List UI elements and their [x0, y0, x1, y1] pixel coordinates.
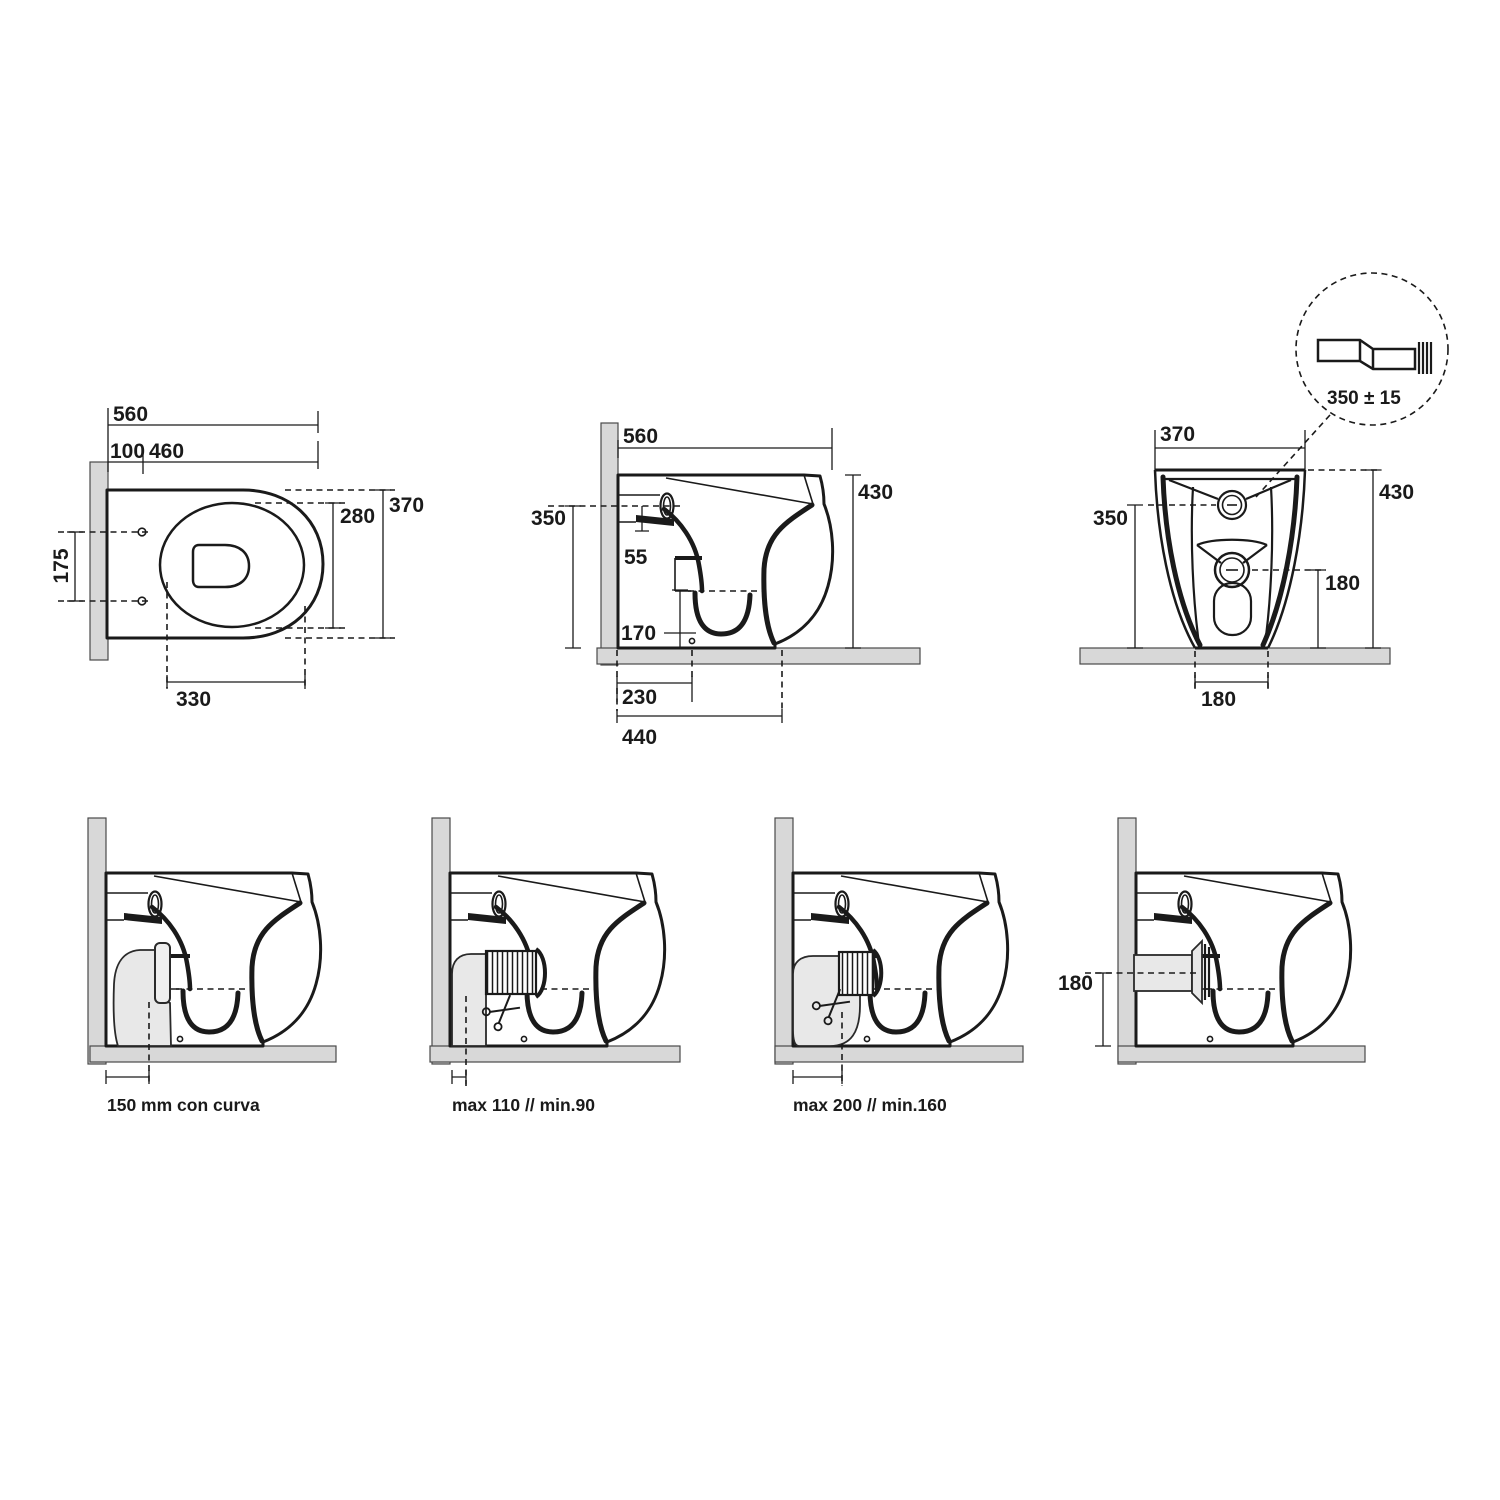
dim-top-370: 370: [285, 489, 424, 639]
wall-section: [87, 817, 107, 1065]
dim-front-430: 430: [1308, 469, 1414, 649]
dim-side-350: 350: [531, 505, 581, 649]
side-view: 560 430 350 55 170 230 440: [531, 422, 921, 749]
dim-label: 180: [1325, 572, 1360, 595]
dim-label: 180: [1058, 972, 1093, 995]
dim-top-560: 560: [107, 403, 319, 472]
install-flex-short-view: max 110 // min.90: [429, 817, 681, 1115]
floor-section: [89, 1045, 337, 1063]
corrugated-hose: [837, 950, 875, 997]
detail-circle: [1295, 272, 1449, 426]
dim-top-175: 175: [50, 531, 83, 602]
dim-label: 175: [50, 548, 73, 583]
dim-label: 560: [623, 425, 658, 448]
dim-front-370: 370: [1154, 423, 1306, 470]
elbow-pipe: [792, 955, 861, 1047]
dim-side-430: 430: [845, 474, 893, 649]
install-elbow-view: 150 mm con curva: [87, 817, 337, 1115]
flush-opening: [191, 543, 251, 589]
dim-side-170: 170: [621, 589, 696, 648]
dim-top-280: 280: [255, 502, 375, 629]
install-flex-long-view: max 200 // min.160: [774, 817, 1024, 1115]
dim-front-180-height: 180: [1252, 569, 1360, 649]
corrugated-hose: [484, 949, 538, 996]
front-view: 370 430 350 180 180: [1079, 423, 1414, 711]
dim-flex-long: max 200 // min.160: [792, 1070, 947, 1115]
wall-section: [1117, 817, 1137, 1065]
dim-label: 370: [389, 494, 424, 517]
drain-outlet: [1213, 551, 1251, 589]
dim-label: 230: [622, 686, 657, 709]
dim-elbow-150: 150 mm con curva: [105, 1070, 260, 1115]
dim-label: 350: [1093, 507, 1128, 530]
dim-top-330: 330: [166, 582, 306, 711]
dim-label: 55: [624, 546, 648, 569]
dim-label: 560: [113, 403, 148, 426]
floor-section: [596, 647, 921, 665]
dim-top-100-460: 100 460: [108, 440, 319, 474]
wc-plan-outline: [105, 488, 325, 640]
sump-outline: [1212, 581, 1253, 637]
pipe-flange: [1191, 938, 1203, 1006]
dim-front-180-base: 180: [1194, 651, 1269, 711]
dim-side-440: 440: [616, 650, 783, 749]
wall-section: [600, 422, 619, 666]
install-caption: max 110 // min.90: [452, 1095, 595, 1115]
dim-label: 440: [622, 726, 657, 749]
seat-opening: [158, 501, 306, 629]
dim-label: 170: [621, 622, 656, 645]
floor-section: [774, 1045, 1024, 1063]
offset-adapter-icon: [1316, 338, 1417, 371]
wall-section: [89, 461, 109, 661]
dim-label: 280: [340, 505, 375, 528]
fixing-hole: [137, 527, 147, 537]
drain-outlet-inner: [1219, 557, 1245, 583]
dim-label: 370: [1160, 423, 1195, 446]
fixing-hole: [137, 596, 147, 606]
dim-label: 100: [110, 440, 145, 463]
install-horizontal-view: 180: [1058, 817, 1366, 1065]
install-caption: 150 mm con curva: [107, 1095, 260, 1115]
detail-label: 350 ± 15: [1327, 388, 1401, 409]
dim-horizontal-180: 180: [1058, 972, 1111, 1047]
wall-section: [431, 817, 451, 1065]
water-inlet: [1216, 489, 1248, 521]
detail-bubble: 350 ± 15: [1255, 272, 1449, 498]
top-view: 560 100 460 280 370 175 330: [50, 403, 424, 711]
dim-side-55: 55: [624, 506, 649, 569]
pipe-flange: [154, 942, 171, 1004]
dim-label: 430: [858, 481, 893, 504]
wall-section: [774, 817, 794, 1065]
install-caption: max 200 // min.160: [793, 1095, 947, 1115]
dim-label: 430: [1379, 481, 1414, 504]
dim-side-230: 230: [616, 650, 693, 709]
dim-flex-short: max 110 // min.90: [451, 1070, 595, 1115]
dim-front-350: 350: [1093, 504, 1216, 649]
pipe-hatch-icon: [1417, 342, 1433, 374]
floor-section: [429, 1045, 681, 1063]
floor-section: [1117, 1045, 1366, 1063]
dim-side-560: 560: [617, 425, 833, 470]
dim-label: 460: [149, 440, 184, 463]
wall-duct: [451, 953, 487, 1047]
floor-section: [1079, 647, 1391, 665]
dim-label: 330: [176, 688, 211, 711]
dim-label: 180: [1201, 688, 1236, 711]
dim-label: 350: [531, 507, 566, 530]
water-inlet-inner: [1221, 494, 1243, 516]
